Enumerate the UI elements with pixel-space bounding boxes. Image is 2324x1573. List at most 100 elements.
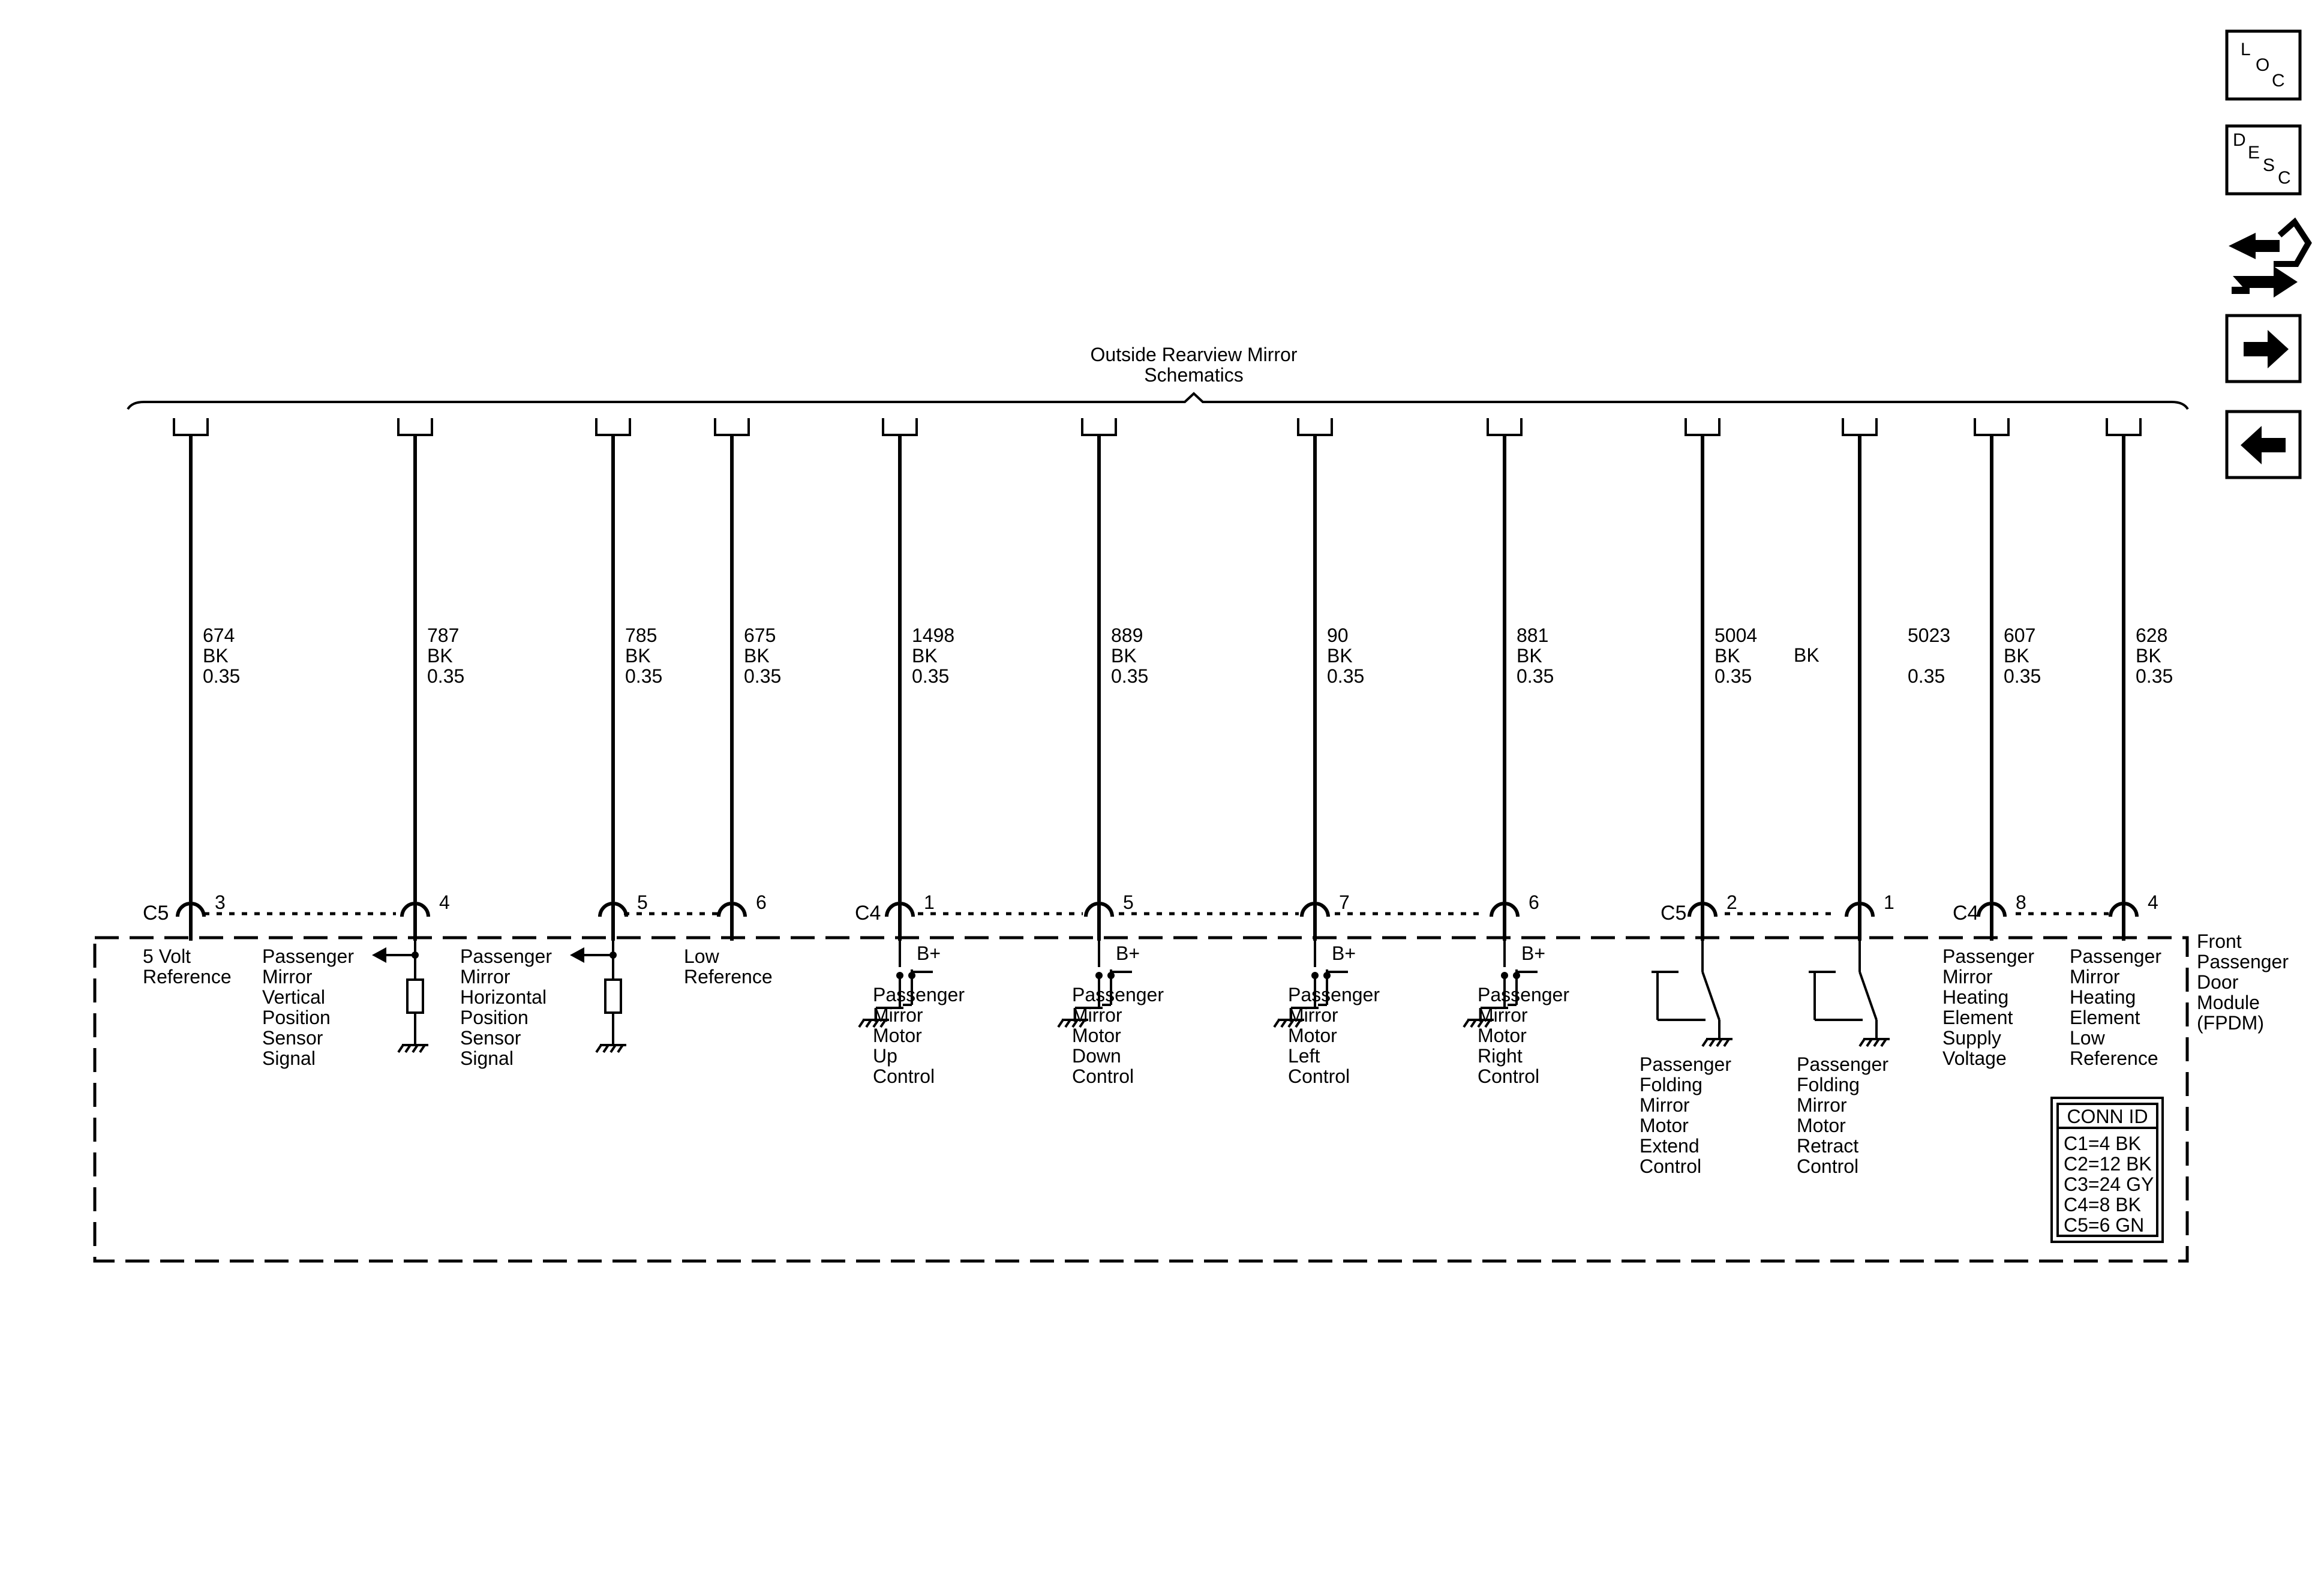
next-button[interactable] xyxy=(2225,314,2302,383)
loc-icon[interactable] xyxy=(2225,29,2302,101)
conn-id-entries-box xyxy=(2056,1127,2158,1237)
wire-size: 0.35 xyxy=(1517,665,1554,687)
header-title-line1[interactable]: Outside Rearview Mirror xyxy=(1091,344,1298,365)
wire-color: BK xyxy=(427,645,453,667)
conn-id-title: CONN ID xyxy=(2067,1106,2148,1127)
header-title-line2[interactable]: Schematics xyxy=(1144,364,1243,386)
svg-text:O: O xyxy=(2256,55,2269,75)
connector-label: C4 xyxy=(855,902,881,924)
wire-color: BK xyxy=(1327,645,1353,667)
wire-size: 0.35 xyxy=(2136,665,2173,687)
conn-id-entry: C5=6 GN xyxy=(2064,1214,2144,1236)
desc-icon[interactable] xyxy=(2225,124,2302,196)
wire-number: 674 xyxy=(203,625,235,646)
resistor-icon xyxy=(406,978,424,1014)
harness-terminal xyxy=(1842,418,1878,436)
prev-button[interactable] xyxy=(2225,410,2302,479)
wire-color: BK xyxy=(1715,645,1740,667)
pin-number: 6 xyxy=(756,891,767,913)
arrow-left-icon[interactable] xyxy=(2241,426,2286,464)
conn-id-entry: C3=24 GY xyxy=(2064,1173,2154,1195)
wire-size: 0.35 xyxy=(625,665,662,687)
supply-label: B+ xyxy=(1521,942,1545,964)
conn-id-entry: C2=12 BK xyxy=(2064,1153,2152,1175)
wire-number: 90 xyxy=(1327,625,1349,646)
pin-number: 1 xyxy=(1884,891,1894,913)
wire-size: 0.35 xyxy=(1327,665,1364,687)
wire-number: 785 xyxy=(625,625,657,646)
connector-label: C4 xyxy=(1953,902,1978,924)
wire-size: 0.35 xyxy=(427,665,464,687)
harness-terminal xyxy=(1685,418,1721,436)
pin-number: 6 xyxy=(1529,891,1539,913)
conn-id-entry: C4=8 BK xyxy=(2064,1194,2141,1215)
supply-label: B+ xyxy=(1332,942,1356,964)
resistor-icon xyxy=(604,978,622,1014)
pin-number: 8 xyxy=(2016,891,2026,913)
svg-text:C: C xyxy=(2272,71,2285,91)
harness-terminal xyxy=(1974,418,2010,436)
svg-text:L: L xyxy=(2241,40,2251,59)
header-bracket xyxy=(127,392,2189,410)
harness-terminal xyxy=(1487,418,1523,436)
wire-number: 787 xyxy=(427,625,459,646)
arrow-right-icon[interactable] xyxy=(2244,330,2289,368)
wire-number: 607 xyxy=(2004,625,2035,646)
harness-terminal xyxy=(397,418,433,436)
wire-number: 628 xyxy=(2136,625,2167,646)
pin-number: 1 xyxy=(924,891,935,913)
connector-label: C5 xyxy=(1661,902,1686,924)
wire-size: 0.35 xyxy=(2004,665,2041,687)
wire-color: BK xyxy=(625,645,651,667)
connector-label: C5 xyxy=(143,902,169,924)
signal-arrow-icon xyxy=(570,947,584,963)
wire-size: 0.35 xyxy=(1715,665,1752,687)
wire-color: BK xyxy=(1111,645,1137,667)
wire-color: BK xyxy=(203,645,229,667)
connector-repair-icon[interactable] xyxy=(2229,217,2312,298)
wire-size: 0.35 xyxy=(203,665,240,687)
conn-id-entry: C1=4 BK xyxy=(2064,1133,2141,1154)
pin-number: 5 xyxy=(637,891,648,913)
pin-number: 4 xyxy=(439,891,450,913)
wire-number: 5004 xyxy=(1715,625,1757,646)
harness-terminal xyxy=(2106,418,2142,436)
desc-button[interactable]: D E S C xyxy=(2225,124,2302,196)
wire-color: BK xyxy=(2004,645,2029,667)
wire-color: BK xyxy=(2136,645,2161,667)
pin-number: 5 xyxy=(1123,891,1134,913)
harness-terminal xyxy=(882,418,918,436)
harness-terminal xyxy=(1297,418,1333,436)
wire-number: 675 xyxy=(744,625,776,646)
wire-number: 881 xyxy=(1517,625,1548,646)
nav-buttons[interactable]: L O C D E S C xyxy=(2225,29,2312,479)
harness-terminal xyxy=(173,418,209,436)
harness-terminal xyxy=(1081,418,1117,436)
svg-text:S: S xyxy=(2263,155,2275,175)
supply-label: B+ xyxy=(1116,942,1140,964)
loc-button[interactable]: L O C xyxy=(2225,29,2302,101)
wire-number: 1498 xyxy=(912,625,954,646)
schematic-header[interactable]: Outside Rearview Mirror Schematics xyxy=(127,344,2189,410)
wire-number: 5023 xyxy=(1908,625,1950,646)
